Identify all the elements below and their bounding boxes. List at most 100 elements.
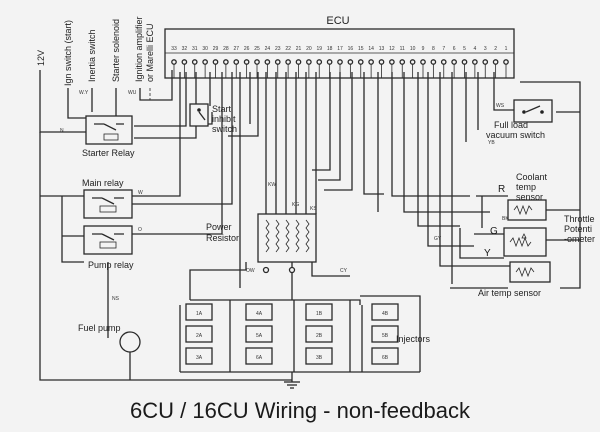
throttle-label-2: Potenti <box>564 224 592 234</box>
wire-code-bk: BK <box>502 216 509 222</box>
ecu-pin-label: 7 <box>442 46 445 52</box>
ecu-pin-label: 26 <box>244 46 250 52</box>
wire-code-ns: NS <box>112 296 120 302</box>
ecu-pin-terminal <box>316 59 323 65</box>
wire-code-n: N <box>60 128 64 134</box>
ecu-pin-terminal <box>171 59 177 65</box>
ecu-pin-label: 30 <box>202 46 208 52</box>
ecu-pin-terminal <box>482 59 489 65</box>
ecu-pin-label: 2 <box>494 46 497 52</box>
injectors-label: Injectors <box>396 334 431 344</box>
sensor-letter-r: R <box>498 184 505 195</box>
injector-label: 1B <box>316 311 323 317</box>
start-inhibit-label-2: inhibit <box>212 114 236 124</box>
ecu-pin-label: 27 <box>233 46 239 52</box>
wire-code-kw: KW <box>268 182 276 188</box>
wire-code-w: W <box>138 190 143 196</box>
starter-solenoid-label: Starter solenoid <box>111 19 121 82</box>
ecu-pin-terminal <box>409 59 416 65</box>
ecu-pin-label: 23 <box>275 46 281 52</box>
sensor-letter-g: G <box>490 226 498 237</box>
wire-code-o: O <box>138 227 142 233</box>
ecu-pin-label: 32 <box>182 46 188 52</box>
starter-relay: Starter Relay <box>82 115 135 158</box>
ecu-pin-terminal <box>430 59 437 65</box>
ecu-pin-label: 31 <box>192 46 198 52</box>
ecu-pin-label: 4 <box>473 46 476 52</box>
injector-label: 4B <box>382 311 389 317</box>
injector-label: 6B <box>382 355 389 361</box>
ecu-pin-label: 10 <box>410 46 416 52</box>
injector-label: 4A <box>256 311 263 317</box>
wire-code-wu: WU <box>128 90 137 96</box>
main-relay: Main relay <box>82 178 133 219</box>
injector-label: 3A <box>196 355 203 361</box>
ecu-pin-label: 29 <box>213 46 219 52</box>
ecu-pin-label: 19 <box>316 46 322 52</box>
wiring <box>39 70 581 382</box>
input-labels: 12V Ign switch (start) Inertia switch St… <box>36 16 155 86</box>
ecu-pin-terminal <box>191 59 198 65</box>
injector-label: 2A <box>196 333 203 339</box>
ecu-pin-terminal <box>357 59 364 65</box>
ecu-pin-label: 11 <box>400 46 405 52</box>
ecu-pin-label: 8 <box>432 46 435 52</box>
ecu-pin-label: 16 <box>348 46 354 52</box>
injector-label: 2B <box>316 333 323 339</box>
injector-box <box>371 347 399 365</box>
wire-code-ow: OW <box>246 268 255 274</box>
ecu-pin-terminal <box>295 59 302 65</box>
ecu-pin-label: 33 <box>171 46 177 52</box>
ground-icon <box>284 381 300 389</box>
injector-box <box>245 347 273 365</box>
ecu-box <box>164 28 515 79</box>
inertia-switch-label: Inertia switch <box>87 29 97 82</box>
ecu-pin-label: 3 <box>484 46 487 52</box>
wire-codes: W.Y WU N W O NS WS YB KS KW KG GY CY OW … <box>60 90 509 302</box>
power-resistor: Power Resistor <box>206 213 317 274</box>
ecu-pin-terminal <box>368 59 374 65</box>
ecu-pin-terminal <box>399 59 406 65</box>
wire-code-cy: CY <box>340 268 348 274</box>
ecu-pin-terminal <box>503 59 509 65</box>
fuel-pump-label: Fuel pump <box>78 323 121 333</box>
ecu-pin-terminal <box>285 59 291 65</box>
injector-box <box>305 325 333 343</box>
throttle-potentiometer: Throttle Potenti -ometer <box>503 214 595 257</box>
air-temp-sensor: Air temp sensor <box>478 261 551 298</box>
supply-12v-label: 12V <box>36 50 46 66</box>
ecu-pin-terminal <box>347 59 354 65</box>
ecu-pin-terminal <box>223 59 229 65</box>
ecu-pin-label: 5 <box>463 46 466 52</box>
coolant-label-3: sensor <box>516 192 543 202</box>
ecu-pin-terminal <box>243 59 250 65</box>
coolant-label-2: temp <box>516 182 536 192</box>
injector-box <box>185 325 213 343</box>
injector-label: 3B <box>316 355 323 361</box>
ecu-pin-label: 1 <box>505 46 508 52</box>
ignition-amplifier-label: Ignition amplifier <box>134 16 144 82</box>
marelli-ecu-label: or Marelli ECU <box>145 23 155 82</box>
ecu-pin-label: 15 <box>358 46 364 52</box>
ecu-pin-label: 6 <box>453 46 456 52</box>
power-resistor-label-2: Resistor <box>206 233 239 243</box>
ecu-pin-terminal <box>326 59 333 65</box>
ecu-pin-terminal <box>451 59 457 65</box>
ign-switch-label: Ign switch (start) <box>63 20 73 86</box>
ecu-pin-terminal <box>378 59 385 65</box>
ecu-pin-terminal <box>389 59 395 65</box>
pump-relay-label: Pump relay <box>88 260 134 270</box>
starter-relay-label: Starter Relay <box>82 148 135 158</box>
ecu-pin-terminal <box>212 59 219 65</box>
coolant-label-1: Coolant <box>516 172 548 182</box>
ecu-pin-terminal <box>306 59 312 65</box>
ecu-pin-terminal <box>202 59 208 65</box>
full-load-label-2: vacuum switch <box>486 130 545 140</box>
throttle-label-3: -ometer <box>564 234 595 244</box>
injector-box <box>185 347 213 365</box>
ecu-pin-label: 24 <box>265 46 271 52</box>
injector-label: 1A <box>196 311 203 317</box>
